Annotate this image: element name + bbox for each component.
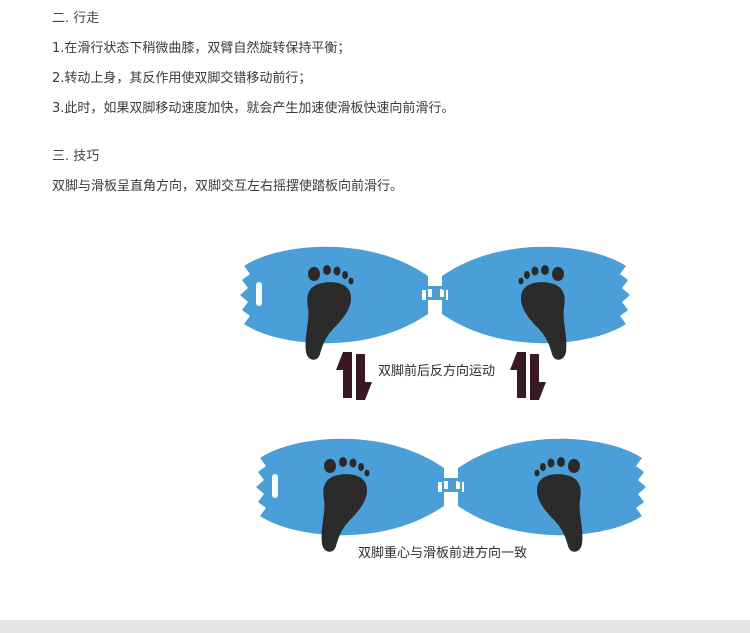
section-three-heading: 三. 技巧 — [52, 149, 100, 164]
top-board-left-deck — [240, 246, 428, 360]
opposite-direction-arrows-left — [336, 352, 372, 400]
skateboard-diagram — [240, 246, 646, 552]
section-two-heading: 二. 行走 — [52, 11, 100, 26]
step-3-text: 3.此时，如果双脚移动速度加快，就会产生加速使滑板快速向前滑行。 — [52, 101, 455, 116]
handle-slot — [256, 282, 262, 306]
opposite-direction-arrows-right — [510, 352, 546, 400]
step-1-text: 1.在滑行状态下稍微曲膝，双臂自然旋转保持平衡； — [52, 41, 351, 56]
bottom-skateboard — [256, 438, 646, 552]
opposite-motion-label: 双脚前后反方向运动 — [378, 364, 496, 379]
technique-text: 双脚与滑板呈直角方向，双脚交互左右摇摆使踏板向前滑行。 — [52, 179, 404, 194]
top-board-right-deck — [442, 246, 630, 360]
bottom-board-left-deck — [256, 438, 444, 552]
handle-slot — [272, 474, 278, 498]
bottom-caption: 双脚重心与滑板前进方向一致 — [358, 546, 528, 561]
top-skateboard — [240, 246, 630, 360]
page: 二. 行走 1.在滑行状态下稍微曲膝，双臂自然旋转保持平衡； 2.转动上身，其反… — [0, 0, 750, 620]
bottom-board-right-deck — [458, 438, 646, 552]
step-2-text: 2.转动上身，其反作用使双脚交错移动前行； — [52, 71, 312, 86]
